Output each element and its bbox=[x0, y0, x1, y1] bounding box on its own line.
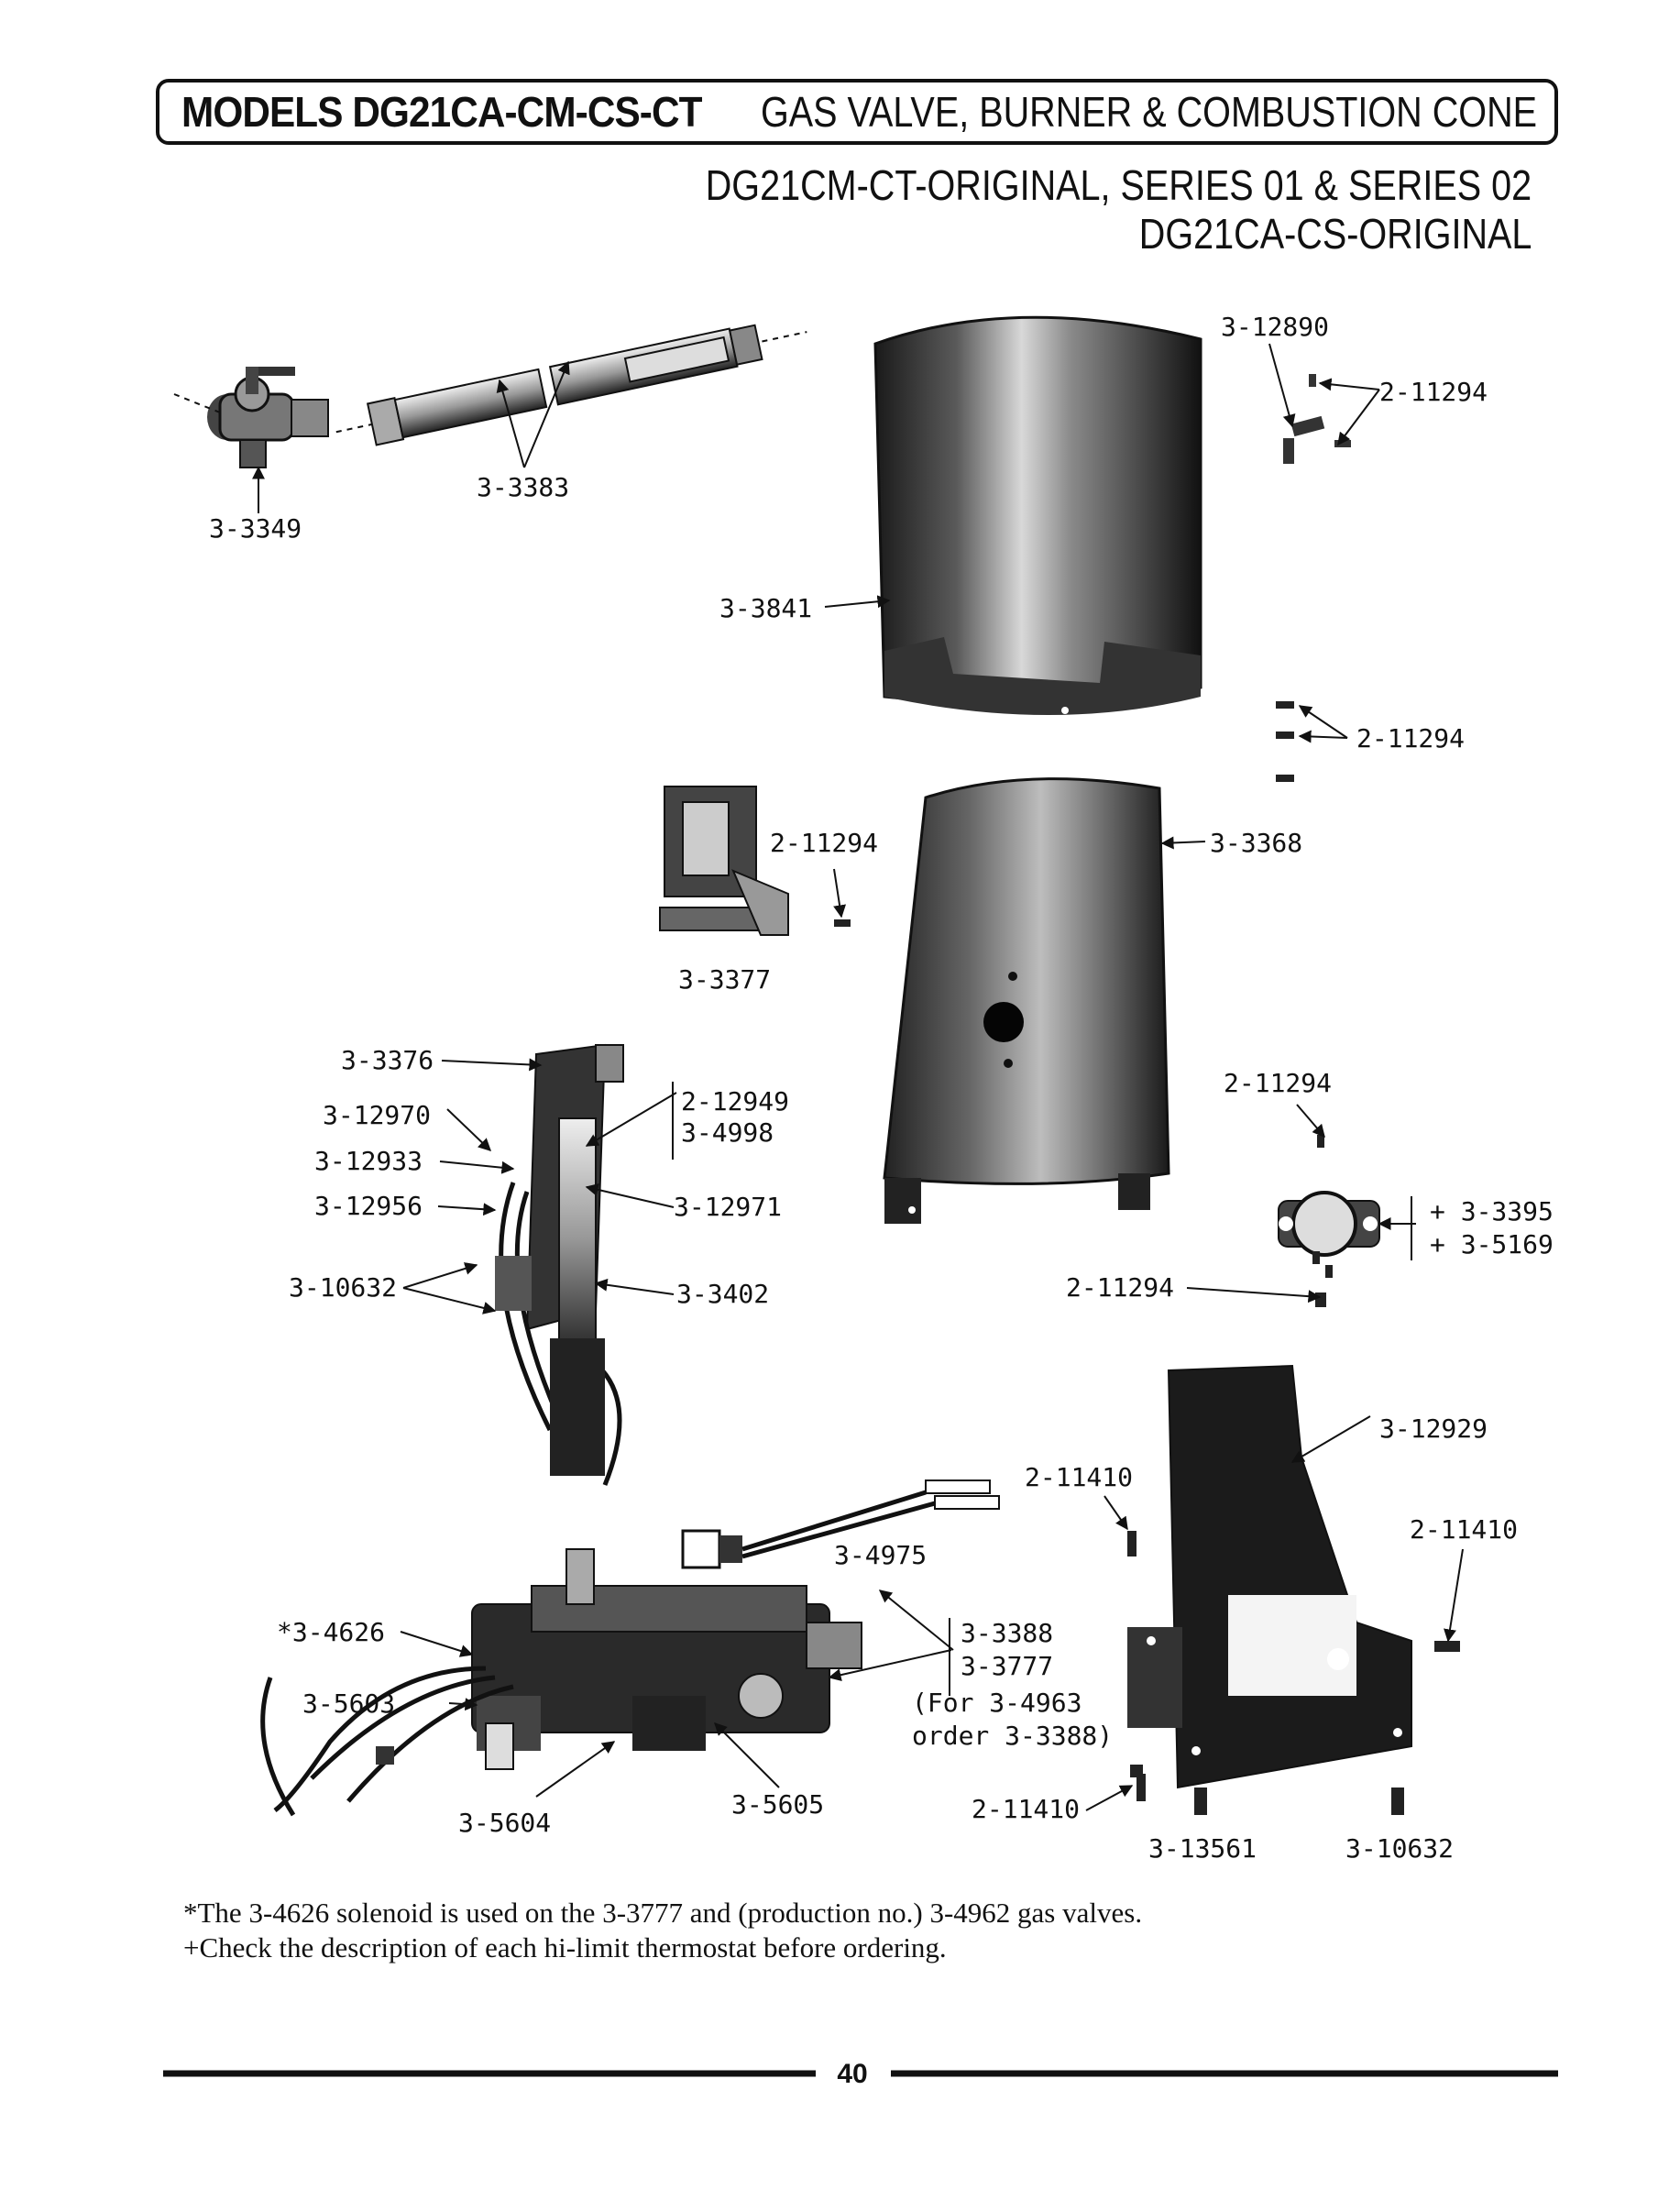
callout-3-4998: 3-4998 bbox=[681, 1117, 774, 1148]
callout-3-3376: 3-3376 bbox=[341, 1045, 434, 1075]
hi-limit-thermostat bbox=[1278, 1135, 1380, 1307]
callout-3-5604: 3-5604 bbox=[458, 1808, 552, 1838]
leader-lines bbox=[252, 343, 1464, 1811]
valve-mounting-bracket bbox=[1127, 1364, 1460, 1815]
footnote-solenoid: *The 3-4626 solenoid is used on the 3-37… bbox=[183, 1897, 1143, 1929]
gas-valve bbox=[260, 1548, 862, 1817]
callout-3-12929: 3-12929 bbox=[1379, 1414, 1488, 1444]
callout-note-for: (For 3-4963 bbox=[912, 1688, 1082, 1718]
callout-3-12933: 3-12933 bbox=[314, 1146, 423, 1176]
callout-3-13561: 3-13561 bbox=[1148, 1833, 1257, 1864]
callout-3-3388: 3-3388 bbox=[961, 1618, 1054, 1648]
header-frame bbox=[156, 79, 1558, 145]
wire-harness bbox=[681, 1480, 1136, 1569]
page-number: 40 bbox=[837, 2059, 868, 2089]
callout-2-11410-bottom: 2-11410 bbox=[972, 1794, 1081, 1824]
footnote-thermostat: +Check the description of each hi-limit … bbox=[183, 1930, 947, 1964]
callout-3-5603: 3-5603 bbox=[302, 1688, 396, 1719]
callout-2-11294-mid: 2-11294 bbox=[1356, 723, 1466, 754]
footnotes: *The 3-4626 solenoid is used on the 3-37… bbox=[183, 1896, 1142, 1965]
callout-3-3395: + 3-3395 bbox=[1430, 1196, 1554, 1226]
screws-group bbox=[1276, 701, 1294, 782]
callout-2-11294-lower: 2-11294 bbox=[1066, 1272, 1175, 1303]
combustion-chamber-cover bbox=[873, 315, 1202, 715]
dip-tube bbox=[335, 324, 807, 446]
mounting-clip bbox=[1283, 374, 1351, 464]
burner-pilot-assembly bbox=[495, 1043, 624, 1486]
callout-3-3402: 3-3402 bbox=[676, 1279, 770, 1309]
subtitle-original: DG21CA-CS-ORIGINAL bbox=[1138, 210, 1532, 258]
callout-3-12890: 3-12890 bbox=[1221, 312, 1330, 342]
callout-3-3349: 3-3349 bbox=[209, 513, 302, 544]
callout-3-4626: *3-4626 bbox=[277, 1617, 386, 1647]
callout-3-12956: 3-12956 bbox=[314, 1191, 423, 1221]
callout-3-12970: 3-12970 bbox=[323, 1100, 432, 1130]
burner-shield bbox=[883, 777, 1170, 1224]
callout-3-3368: 3-3368 bbox=[1210, 828, 1303, 858]
callout-3-10632-left: 3-10632 bbox=[289, 1272, 398, 1303]
pilot-access-bracket bbox=[659, 786, 851, 936]
callout-3-3377: 3-3377 bbox=[678, 964, 772, 995]
callout-3-5605: 3-5605 bbox=[731, 1789, 825, 1820]
callout-2-11294-panel: 2-11294 bbox=[770, 828, 879, 858]
callout-2-11410-right: 2-11410 bbox=[1410, 1514, 1519, 1545]
callout-3-3841: 3-3841 bbox=[719, 593, 813, 623]
callout-note-order: order 3-3388) bbox=[912, 1721, 1114, 1751]
section-title: GAS VALVE, BURNER & COMBUSTION CONE bbox=[761, 88, 1538, 136]
callout-2-11410-center: 2-11410 bbox=[1025, 1462, 1134, 1492]
callout-3-5169: + 3-5169 bbox=[1430, 1229, 1554, 1260]
callout-3-3383: 3-3383 bbox=[477, 472, 570, 502]
drain-valve bbox=[173, 367, 329, 468]
callout-3-3777: 3-3777 bbox=[961, 1651, 1054, 1681]
callout-3-4975: 3-4975 bbox=[834, 1540, 928, 1570]
callout-3-12971: 3-12971 bbox=[674, 1192, 783, 1222]
subtitle-series: DG21CM-CT-ORIGINAL, SERIES 01 & SERIES 0… bbox=[705, 161, 1532, 209]
callout-2-12949: 2-12949 bbox=[681, 1086, 790, 1116]
callout-2-11294-thermostat: 2-11294 bbox=[1224, 1068, 1333, 1098]
callout-3-10632-right: 3-10632 bbox=[1345, 1833, 1455, 1864]
callout-2-11294-top: 2-11294 bbox=[1379, 377, 1488, 407]
models-title: MODELS DG21CA-CM-CS-CT bbox=[181, 88, 702, 136]
